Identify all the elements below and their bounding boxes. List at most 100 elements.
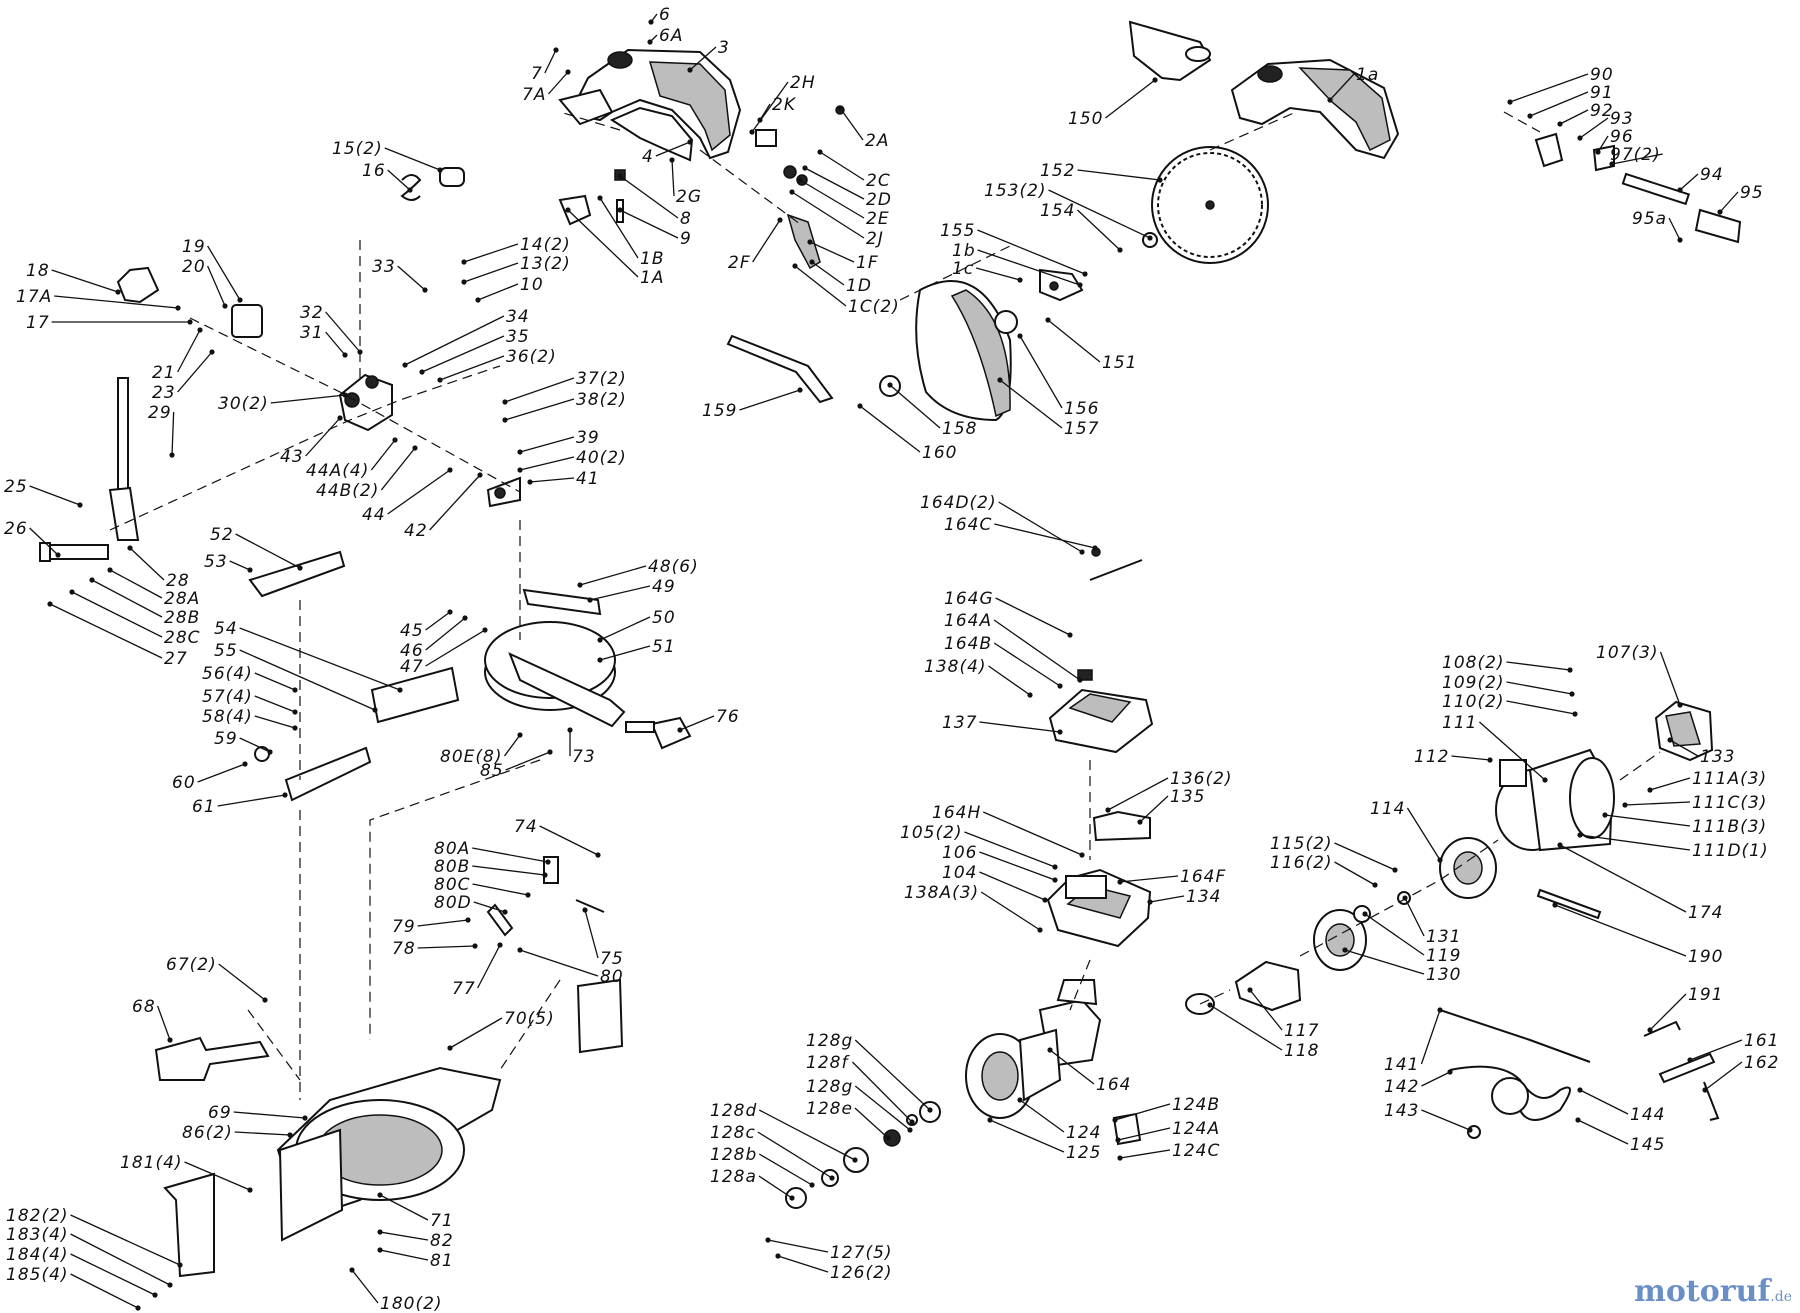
leader-line (472, 865, 546, 876)
leader-dot (475, 297, 481, 303)
leader-dot (437, 377, 443, 383)
part-number-text: 80B (434, 857, 470, 877)
leader-line (1669, 739, 1699, 757)
part-label-1854: 185(4) (6, 1265, 141, 1311)
part-label-174: 174 (1557, 842, 1722, 923)
detent-parts-80 (486, 856, 605, 937)
part-number-text: 128b (710, 1145, 757, 1165)
leader-line (1704, 1061, 1743, 1091)
handle-bottom-134 (1046, 868, 1152, 948)
part-label-1275: 127(5) (765, 1237, 892, 1263)
leader-line (1334, 842, 1396, 871)
part-number-text: 58(4) (202, 707, 253, 727)
part-number-text: 44 (362, 505, 386, 525)
part-number-text: 80D (434, 893, 472, 913)
leader-dot (247, 567, 253, 573)
part-label-19: 19 (182, 237, 243, 303)
leader-line (404, 315, 505, 366)
part-label-27: 27 (47, 601, 187, 669)
leader-line (993, 619, 1081, 681)
leader-dot (89, 577, 95, 583)
leader-line (417, 919, 469, 927)
leader-dot (1609, 161, 1615, 167)
part-number-text: 133 (1700, 747, 1735, 767)
part-number-text: 17A (16, 287, 52, 307)
leader-line (1659, 651, 1681, 706)
leader-dot (167, 1037, 173, 1043)
part-number-text: 70(5) (504, 1009, 555, 1029)
leader-dot (648, 19, 654, 25)
rear-support-68 (154, 1036, 270, 1081)
part-number-text: 1a (1356, 65, 1379, 85)
leader-dot (547, 749, 553, 755)
leader-line (980, 891, 1041, 931)
leader-dot (775, 1253, 781, 1259)
part-label-20: 20 (182, 257, 228, 309)
part-label-1a: 1a (1327, 65, 1379, 103)
part-label-80c: 80C (434, 875, 531, 898)
part-number-text: 161 (1744, 1031, 1779, 1051)
part-number-text: 141 (1384, 1055, 1419, 1075)
part-label-162: 162 (1702, 1053, 1778, 1093)
leader-dot (1687, 1057, 1693, 1063)
leader-dot (447, 1045, 453, 1051)
part-number-text: 59 (214, 729, 238, 749)
part-label-584: 58(4) (202, 707, 298, 731)
pivot-bracket-43 (338, 373, 393, 432)
part-label-17a: 17A (16, 287, 181, 311)
part-label-10: 10 (475, 275, 543, 303)
part-number-text: 1A (640, 268, 664, 288)
part-number-text: 44B(2) (316, 481, 379, 501)
leader-line (54, 295, 179, 309)
leader-dot (1567, 667, 1573, 673)
leader-dot (77, 502, 83, 508)
part-number-text: 20 (182, 257, 206, 277)
leader-dot (1052, 864, 1058, 870)
leader-dot (1507, 99, 1513, 105)
part-number-text: 54 (214, 619, 238, 639)
lower-guard-link-2F (786, 213, 821, 270)
leader-dot (1207, 1002, 1213, 1008)
leader-line (1107, 777, 1169, 811)
leader-dot (372, 707, 378, 713)
part-number-text: 127(5) (830, 1243, 893, 1263)
part-label-128f: 128f (806, 1053, 915, 1125)
part-number-text: 52 (210, 525, 234, 545)
part-label-85: 85 (480, 749, 553, 781)
leader-line (1649, 777, 1691, 791)
part-number-text: 91 (1590, 83, 1614, 103)
leader-line (794, 265, 847, 307)
part-number-text: 136(2) (1170, 769, 1233, 789)
leader-dot (222, 303, 228, 309)
part-label-55: 55 (214, 641, 378, 713)
leader-line (1579, 834, 1691, 851)
lock-knob-95 (1534, 132, 1742, 244)
part-number-text: 2A (865, 131, 889, 151)
leader-dot (797, 177, 803, 183)
part-number-text: 134 (1186, 887, 1221, 907)
part-number-text: 143 (1384, 1101, 1419, 1121)
part-number-text: 157 (1064, 419, 1099, 439)
part-number-text: 2E (866, 209, 890, 229)
part-label-150: 150 (1068, 77, 1158, 129)
leader-line (758, 1175, 793, 1199)
base-69 (276, 978, 624, 1242)
leader-dot (1247, 987, 1253, 993)
part-number-text: 25 (4, 477, 28, 497)
part-number-text: 144 (1630, 1105, 1665, 1125)
part-label-486: 48(6) (577, 557, 698, 588)
lower-guard-157 (915, 280, 1012, 422)
part-label-81: 81 (377, 1247, 453, 1271)
handle-top-137 (1048, 669, 1154, 754)
part-number-text: 68 (132, 997, 156, 1017)
leader-dot (829, 1175, 835, 1181)
guard-link-159 (726, 334, 901, 404)
leader-line (1329, 73, 1355, 101)
leader-dot (553, 47, 559, 53)
leader-dot (465, 917, 471, 923)
part-number-text: 1D (846, 276, 872, 296)
leader-dot (807, 239, 813, 245)
part-number-text: 57(4) (202, 687, 253, 707)
part-number-text: 17 (26, 313, 50, 333)
leader-dot (809, 1182, 815, 1188)
